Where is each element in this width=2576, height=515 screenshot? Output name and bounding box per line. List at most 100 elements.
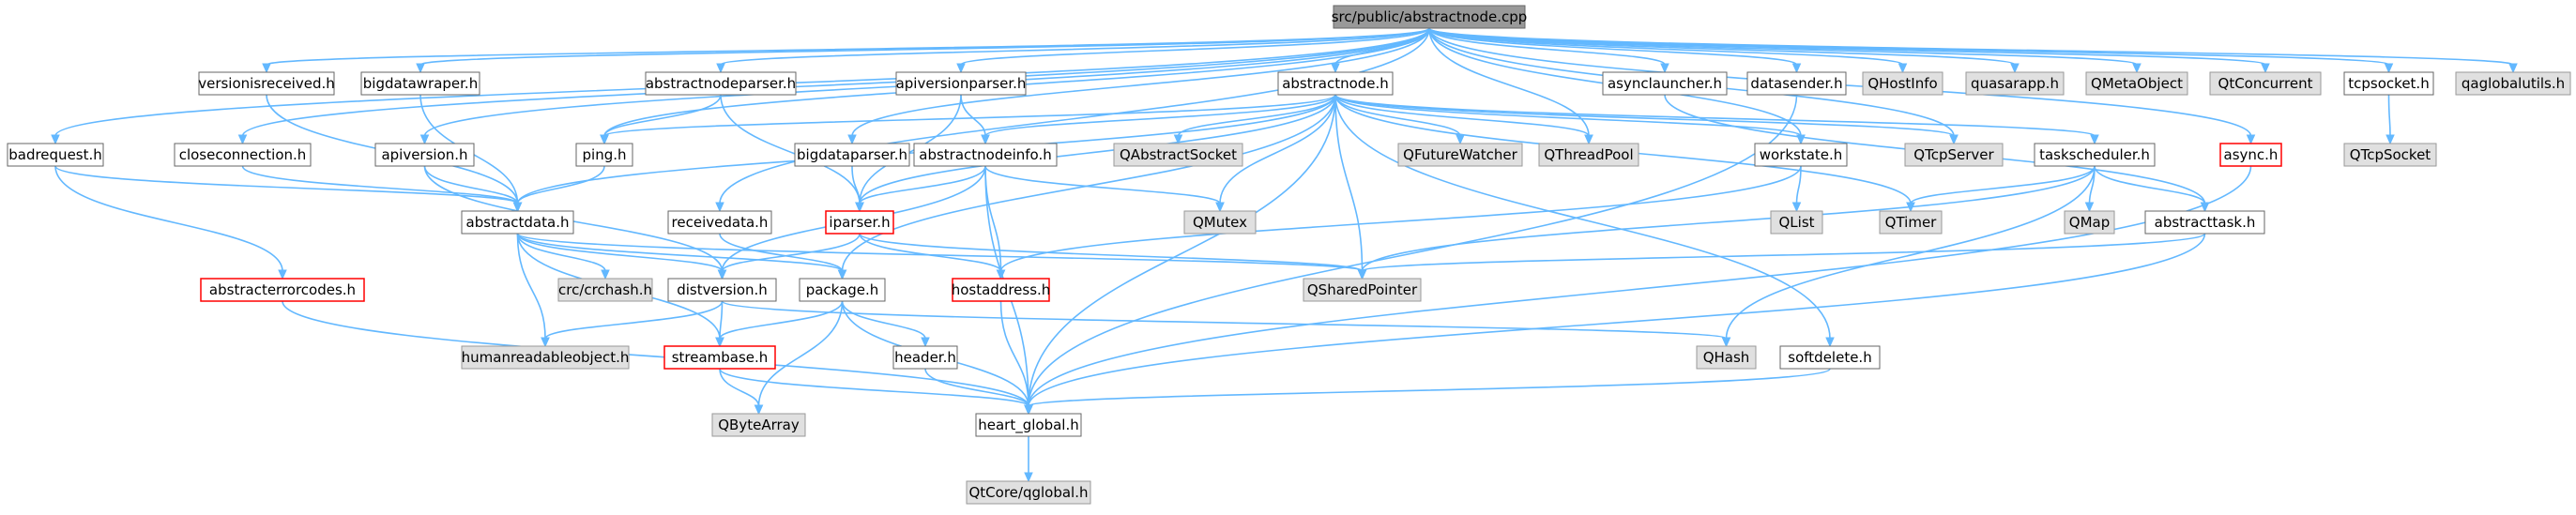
node-box (794, 143, 910, 167)
node-apiversion[interactable]: apiversion.h (374, 143, 475, 167)
node-label: QSharedPointer (1307, 281, 1418, 298)
node-QByteArray[interactable]: QByteArray (711, 413, 806, 437)
node-package[interactable]: package.h (799, 278, 886, 302)
edge-line (1334, 94, 1461, 137)
edge-abstractnode-to-QTcpServer (1334, 94, 1959, 145)
edge-arrowhead (1173, 134, 1183, 145)
node-box (1602, 71, 1728, 96)
node-QMap[interactable]: QMap (2064, 210, 2115, 235)
node-label: humanreadableobject.h (462, 349, 630, 366)
node-label: QHash (1703, 349, 1750, 366)
node-box (1303, 278, 1422, 302)
node-ping[interactable]: ping.h (575, 143, 633, 167)
node-header[interactable]: header.h (892, 345, 958, 370)
edge-abstractnode-to-taskscheduler (1334, 94, 2099, 145)
node-versionisreceived[interactable]: versionisreceived.h (198, 71, 335, 96)
node-async[interactable]: async.h (2219, 143, 2282, 167)
edge-arrowhead (1721, 337, 1731, 348)
node-humanreadableobject[interactable]: humanreadableobject.h (461, 345, 630, 370)
edge-heart_global-to-QtCoreqglobal (1024, 435, 1033, 483)
node-QtConcurrent[interactable]: QtConcurrent (2209, 71, 2322, 96)
edge-abstractnode-to-QAbstractSocket (1173, 94, 1336, 145)
node-label: QHostInfo (1867, 75, 1937, 92)
edge-line (1334, 94, 1831, 340)
edge-line (1028, 233, 2206, 407)
node-abstracttask[interactable]: abstracttask.h (2144, 210, 2265, 235)
node-crcrchash[interactable]: crc/crchash.h (557, 278, 653, 302)
node-label: distversion.h (677, 281, 768, 298)
node-abstractnode[interactable]: abstractnode.h (1277, 71, 1394, 96)
node-badrequest[interactable]: badrequest.h (7, 143, 104, 167)
node-QHostInfo[interactable]: QHostInfo (1862, 71, 1943, 96)
node-abstracterrorcodes[interactable]: abstracterrorcodes.h (200, 278, 365, 302)
node-bigdatawraper[interactable]: bigdatawraper.h (360, 71, 480, 96)
edge-line (1725, 165, 2096, 340)
edge-root-to-datasender (1428, 27, 1802, 74)
node-label: ping.h (583, 146, 627, 163)
node-QAbstractSocket[interactable]: QAbstractSocket (1113, 143, 1243, 167)
edge-line (2387, 94, 2391, 137)
node-closeconnection[interactable]: closeconnection.h (174, 143, 312, 167)
node-datasender[interactable]: datasender.h (1746, 71, 1847, 96)
node-iparser[interactable]: iparser.h (825, 210, 894, 235)
node-apiversionparser[interactable]: apiversionparser.h (895, 71, 1027, 96)
node-root[interactable]: src/public/abstractnode.cpp (1332, 5, 1528, 29)
node-abstractnodeparser[interactable]: abstractnodeparser.h (645, 71, 797, 96)
node-box (2064, 210, 2115, 235)
node-bigdataparser[interactable]: bigdataparser.h (794, 143, 910, 167)
node-hostaddress[interactable]: hostaddress.h (952, 278, 1051, 302)
node-abstractdata[interactable]: abstractdata.h (461, 210, 574, 235)
node-label: hostaddress.h (952, 281, 1051, 298)
node-distversion[interactable]: distversion.h (667, 278, 777, 302)
node-QMutex[interactable]: QMutex (1183, 210, 1257, 235)
node-qaglobalutils[interactable]: qaglobalutils.h (2455, 71, 2571, 96)
edge-root-to-apiversionparser (956, 27, 1430, 74)
node-label: QMap (2069, 214, 2110, 231)
edge-line (54, 165, 283, 272)
edge-line (516, 233, 844, 272)
node-QHash[interactable]: QHash (1696, 345, 1757, 370)
node-box (2219, 143, 2282, 167)
node-box (895, 71, 1027, 96)
edge-arrowhead (51, 134, 60, 145)
node-abstractnodeinfo[interactable]: abstractnodeinfo.h (913, 143, 1058, 167)
node-asynclauncher[interactable]: asynclauncher.h (1602, 71, 1728, 96)
node-box (825, 210, 894, 235)
node-QMetaObject[interactable]: QMetaObject (2085, 71, 2188, 96)
node-quasarapp[interactable]: quasarapp.h (1965, 71, 2065, 96)
node-box (2209, 71, 2322, 96)
node-QtCoreqglobal[interactable]: QtCore/qglobal.h (966, 480, 1091, 505)
edge-root-to-qaglobalutils (1428, 27, 2518, 74)
node-QTcpServer[interactable]: QTcpServer (1904, 143, 2004, 167)
edge-line (1028, 165, 2252, 407)
node-taskscheduler[interactable]: taskscheduler.h (2034, 143, 2156, 167)
edge-line (1795, 165, 1802, 204)
node-QList[interactable]: QList (1770, 210, 1823, 235)
edge-abstractnode-to-abstractnodeinfo (981, 94, 1336, 145)
node-receivedata[interactable]: receivedata.h (667, 210, 772, 235)
edge-badrequest-to-abstractdata (54, 165, 523, 213)
node-workstate[interactable]: workstate.h (1754, 143, 1848, 167)
node-tcpsocket[interactable]: tcpsocket.h (2343, 71, 2434, 96)
node-streambase[interactable]: streambase.h (663, 345, 776, 370)
node-QThreadPool[interactable]: QThreadPool (1538, 143, 1639, 167)
node-QTcpSocket[interactable]: QTcpSocket (2343, 143, 2437, 167)
node-label: QAbstractSocket (1120, 146, 1237, 163)
node-label: apiversionparser.h (896, 75, 1027, 92)
edge-abstractnodeparser-to-ping (600, 94, 722, 145)
edge-arrowhead (541, 337, 550, 348)
node-QFutureWatcher[interactable]: QFutureWatcher (1397, 143, 1523, 167)
node-box (200, 278, 365, 302)
edge-line (984, 94, 1336, 137)
edge-line (1219, 94, 1336, 204)
edge-line (859, 94, 962, 204)
edge-line (719, 368, 1029, 407)
node-softdelete[interactable]: softdelete.h (1779, 345, 1881, 370)
node-QTimer[interactable]: QTimer (1879, 210, 1943, 235)
node-heart_global[interactable]: heart_global.h (975, 413, 1082, 437)
node-box (1113, 143, 1243, 167)
node-QSharedPointer[interactable]: QSharedPointer (1303, 278, 1422, 302)
edge-line (757, 300, 844, 407)
edge-iparser-to-distversion (717, 233, 861, 280)
node-label: package.h (806, 281, 879, 298)
